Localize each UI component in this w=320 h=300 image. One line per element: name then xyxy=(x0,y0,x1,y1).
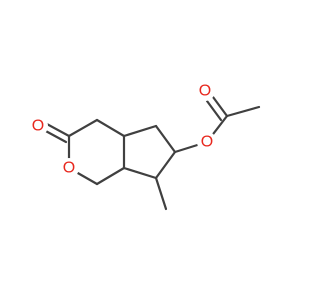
atom-label-o-carbonyl-acetyl: O xyxy=(199,83,211,100)
bond-c5-c6 xyxy=(154,124,177,154)
bond-c7-methyl xyxy=(154,176,168,211)
atom-o-ring: O xyxy=(59,158,79,178)
bonds xyxy=(40,95,261,211)
atom-label-o-ester: O xyxy=(201,134,213,151)
bond-c6-c7 xyxy=(154,150,177,180)
atom-labels: O O O O xyxy=(28,81,217,178)
bond-c7-c7a xyxy=(122,166,158,180)
atom-label-o-ring: O xyxy=(63,160,75,177)
bond-c3-o-carbonyl-1 xyxy=(43,121,71,138)
bond-c-acyl-methyl xyxy=(225,105,261,118)
bond-c4-c4a xyxy=(95,118,126,138)
molecule-structure: O O O O xyxy=(28,81,261,211)
atom-o-carbonyl-ring: O xyxy=(28,116,48,136)
atom-label-o-carbonyl-ring: O xyxy=(32,118,44,135)
bond-c4-c3 xyxy=(67,118,99,138)
bond-c1-c7a xyxy=(95,166,126,186)
bond-c-acyl-o-1 xyxy=(211,95,229,118)
atom-o-carbonyl-acetyl: O xyxy=(195,81,215,101)
bond-c-acyl-o-2 xyxy=(205,99,223,122)
atom-o-ester: O xyxy=(197,132,217,152)
bond-c4a-c5 xyxy=(122,124,158,138)
